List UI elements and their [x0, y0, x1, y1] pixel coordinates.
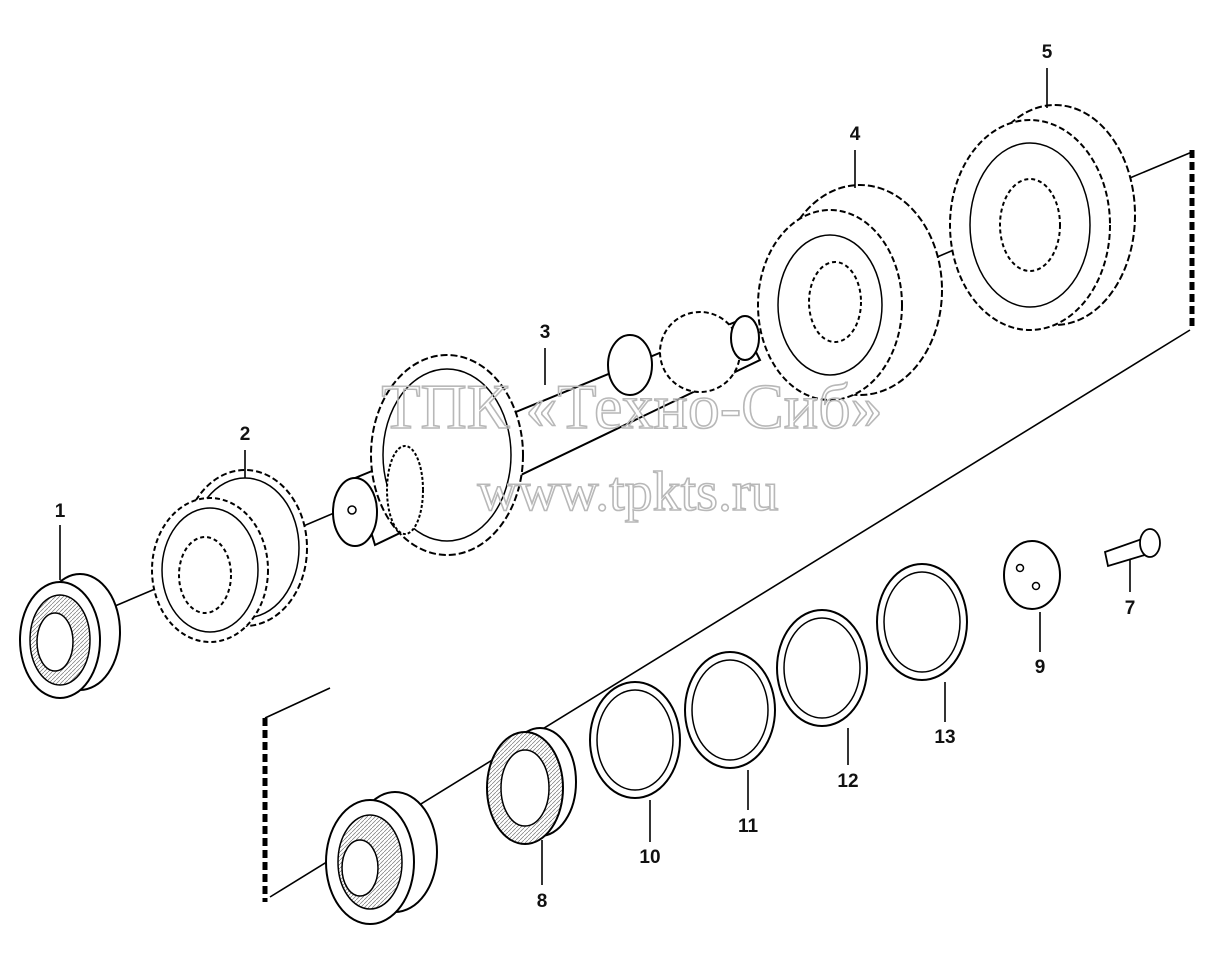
callout-5: 5: [1042, 42, 1053, 63]
callout-9: 9: [1035, 657, 1046, 678]
callout-1: 1: [55, 501, 66, 522]
connector-top: [1124, 151, 1193, 181]
shim-part-11: [684, 651, 776, 769]
shaft-part-3: [332, 311, 762, 556]
callout-8: 8: [537, 891, 548, 912]
bearing-part-1: [19, 573, 121, 699]
callout-10: 10: [639, 847, 660, 868]
seal-part-8: [486, 727, 577, 845]
bolt-part-7: [1103, 528, 1161, 568]
callout-3: 3: [540, 322, 551, 343]
gear-part-5: [949, 104, 1136, 331]
callout-7: 7: [1125, 598, 1136, 619]
watermark-line-1: ТПК «Техно-Сиб»: [381, 371, 882, 442]
callout-11: 11: [738, 816, 759, 837]
callout-13: 13: [934, 727, 955, 748]
leader-lines: [59, 68, 1131, 885]
shim-part-10: [589, 681, 681, 799]
watermark-line-2: www.tpkts.ru: [477, 461, 778, 523]
gear-part-4: [757, 184, 943, 401]
callout-12: 12: [837, 771, 858, 792]
bearing-lower: [325, 791, 438, 925]
callout-2: 2: [240, 424, 251, 445]
gear-part-2: [151, 469, 308, 643]
connector-bottom: [264, 687, 331, 719]
callout-4: 4: [850, 124, 861, 145]
washer-plate-part-9: [1003, 540, 1061, 610]
shim-part-13: [876, 563, 968, 681]
lower-center-line: [269, 329, 1191, 898]
shim-part-12: [776, 609, 868, 727]
